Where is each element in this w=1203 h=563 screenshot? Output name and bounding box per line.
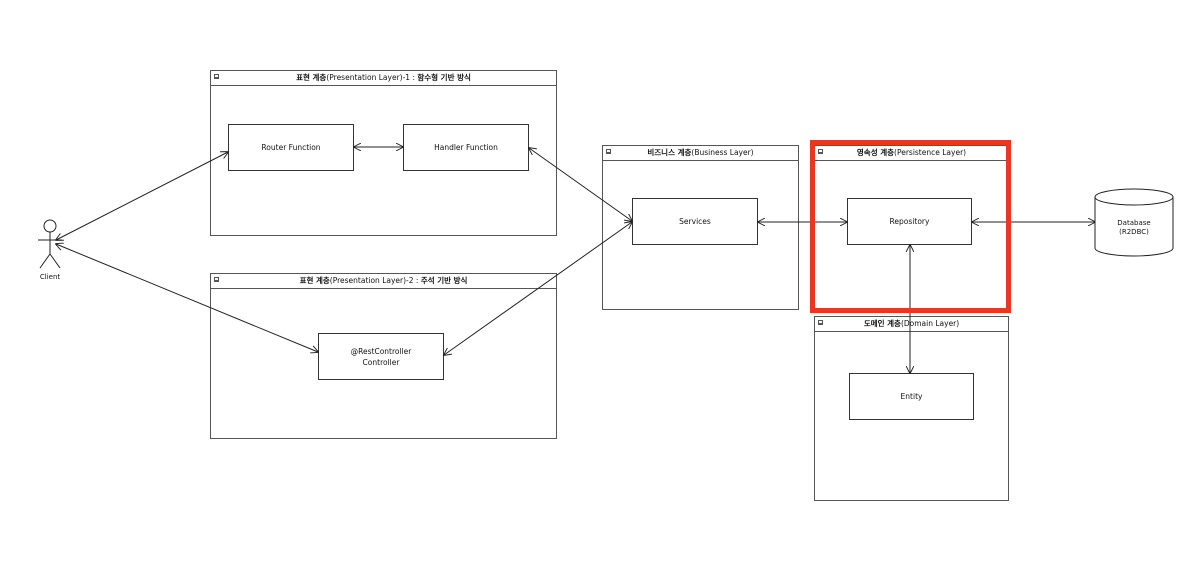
- package-header: 영속성 계층(Persistence Layer): [815, 146, 1008, 161]
- edge-client-router: [56, 152, 228, 240]
- rest-controller-node[interactable]: @RestController Controller: [318, 333, 444, 380]
- services-node[interactable]: Services: [632, 198, 758, 245]
- client-label: Client: [39, 273, 61, 281]
- database-icon[interactable]: [1094, 188, 1174, 257]
- package-header: 표현 계층(Presentation Layer)-1 : 함수형 기반 방식: [211, 71, 556, 86]
- package-collapse-icon: [818, 149, 823, 154]
- handler-function-node[interactable]: Handler Function: [403, 124, 529, 171]
- package-collapse-icon: [818, 320, 823, 325]
- client-actor-icon[interactable]: [38, 219, 62, 269]
- edge-client-restcontroller: [56, 244, 318, 352]
- database-label: Database (R2DBC): [1117, 219, 1151, 236]
- edge-handler-services: [529, 148, 632, 221]
- edge-restcontroller-services: [444, 222, 632, 355]
- package-collapse-icon: [214, 74, 219, 79]
